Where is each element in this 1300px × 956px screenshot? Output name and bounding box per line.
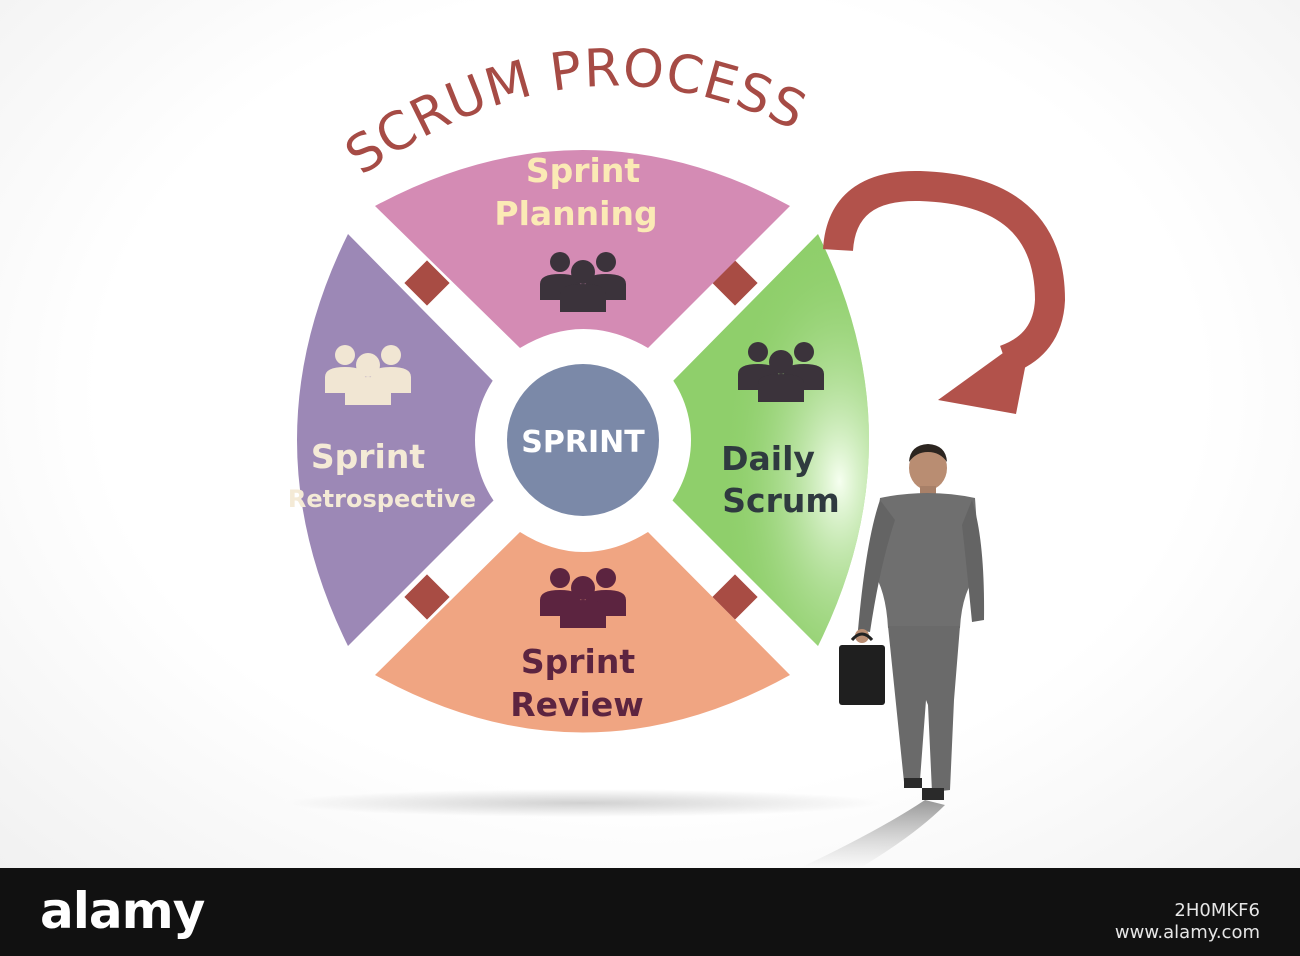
cycle-arrow [823, 170, 1066, 414]
scrum-diagram: SCRUM PROCESS SPRINT Sprint Planning Dai… [283, 38, 1066, 868]
sprint-planning-line2: Planning [494, 194, 657, 233]
stock-image-id: 2H0MKF6 [1174, 900, 1260, 921]
brand-logo: alamy [40, 882, 205, 940]
center-circle [507, 364, 659, 516]
floor-shadow [283, 789, 883, 817]
site-url: www.alamy.com [1114, 922, 1260, 943]
sprint-retro-line2: Retrospective [288, 485, 476, 513]
businessman-figure [800, 444, 985, 868]
sprint-review-line2: Review [510, 685, 643, 724]
daily-scrum-line2: Scrum [722, 481, 839, 520]
sprint-planning-line1: Sprint [526, 151, 640, 190]
watermark-footer: alamy 2H0MKF6 www.alamy.com [0, 868, 1300, 956]
segment-sprint-retrospective [297, 234, 494, 646]
segment-daily-scrum-glow [672, 234, 869, 646]
sprint-review-line1: Sprint [521, 642, 635, 681]
sprint-retro-line1: Sprint [311, 437, 425, 476]
daily-scrum-line1: Daily [721, 439, 815, 478]
scrum-diagram-area: SCRUM PROCESS SPRINT Sprint Planning Dai… [0, 0, 1300, 868]
segment-sprint-planning [375, 150, 790, 348]
segment-sprint-review [375, 532, 790, 733]
center-label: SPRINT [521, 425, 645, 460]
